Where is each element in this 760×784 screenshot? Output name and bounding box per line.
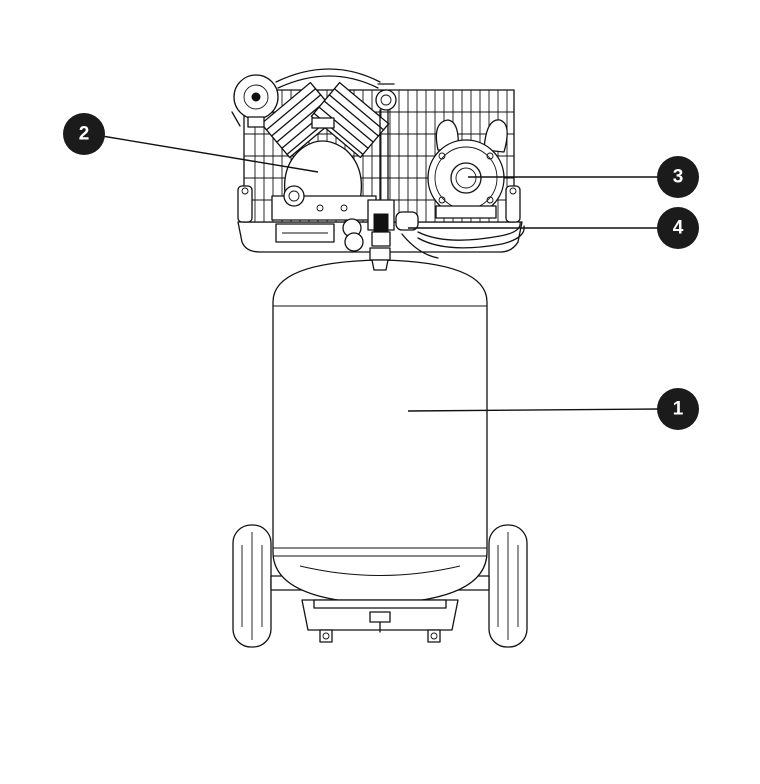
- svg-text:3: 3: [673, 167, 684, 188]
- pump-top-arc: [275, 68, 381, 83]
- svg-text:1: 1: [673, 399, 684, 420]
- callout-3: 3: [657, 156, 699, 198]
- air-tank: [272, 259, 488, 605]
- intake-filter: [231, 74, 279, 128]
- check-valve-tube: [375, 83, 397, 211]
- callout-4: 4: [657, 207, 699, 249]
- svg-text:2: 2: [79, 124, 90, 145]
- callout-2: 2: [63, 113, 105, 155]
- pressure-switch: [342, 199, 525, 259]
- motor: [427, 119, 508, 219]
- leader-line-1: [407, 408, 661, 412]
- leader-line-2: [101, 135, 319, 173]
- callout-1: 1: [657, 388, 699, 430]
- right-wheel: [488, 524, 528, 648]
- svg-text:4: 4: [673, 218, 684, 239]
- left-wheel: [232, 524, 272, 648]
- tank-foot: [301, 599, 459, 643]
- pump-assembly: [260, 81, 390, 221]
